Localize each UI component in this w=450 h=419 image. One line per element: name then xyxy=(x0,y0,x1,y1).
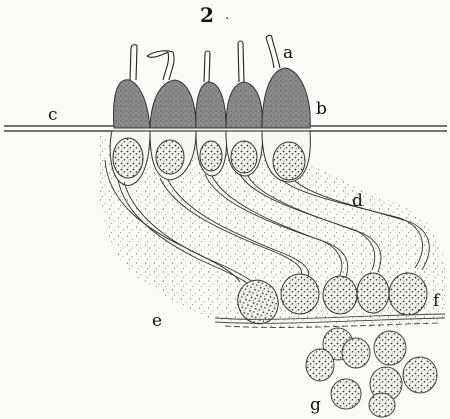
label-b: b xyxy=(316,99,327,119)
loose-cells xyxy=(306,328,437,417)
hair-processes xyxy=(130,35,280,82)
label-g: g xyxy=(310,395,321,415)
upper-cells xyxy=(113,68,310,128)
label-c: c xyxy=(48,105,58,125)
label-a: a xyxy=(283,43,293,63)
label-d: d xyxy=(352,191,363,211)
label-e: e xyxy=(152,311,162,331)
